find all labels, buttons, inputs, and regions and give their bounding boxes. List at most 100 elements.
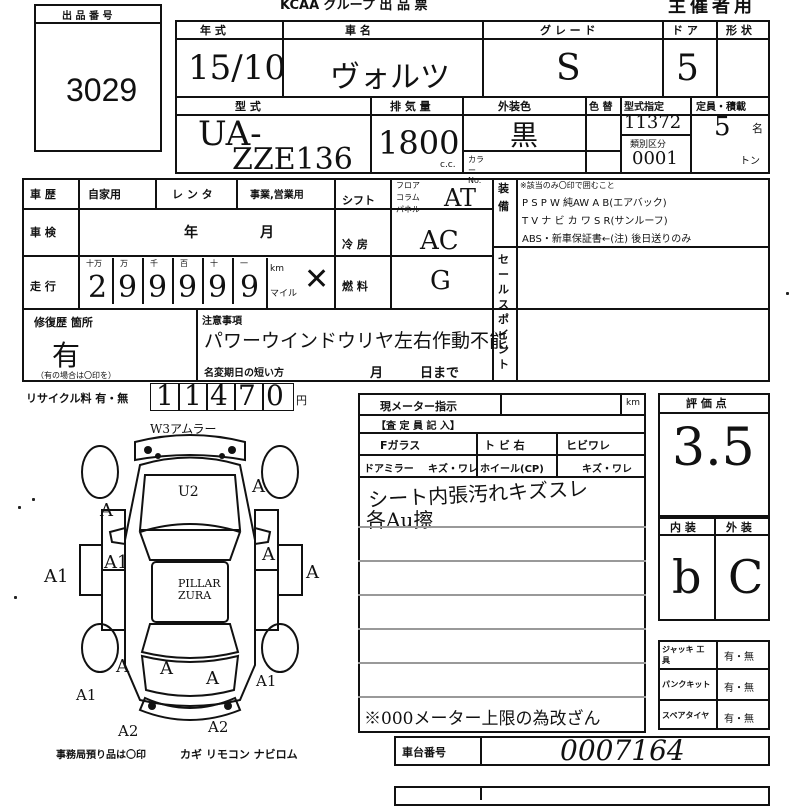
notes-label: 注意事項 <box>202 316 242 327</box>
puncture-kit-yes-no[interactable]: 有・無 <box>724 683 754 694</box>
equipment-line1[interactable]: P S P W 純AW A B(エアバック) <box>522 198 667 209</box>
equipment-line3[interactable]: ABS・新車保証書←(注) 後日送りのみ <box>522 234 692 245</box>
persons-unit: 名 <box>752 122 763 135</box>
recycle-digit: 7 <box>238 379 256 412</box>
mileage-unit-100: 百 <box>180 259 188 268</box>
model-designation-label: 型式指定 <box>624 102 664 113</box>
mirror-damage-label[interactable]: キズ・ワレ <box>428 464 478 475</box>
tools-box <box>658 640 770 730</box>
office-items-list: カギ リモコン ナビロム <box>180 748 298 761</box>
ac-value: AC <box>420 226 459 256</box>
diagram-pillar-note: PILLAR ZURA <box>178 577 221 602</box>
lot-number: 3029 <box>66 72 138 108</box>
wheel-damage-label[interactable]: キズ・ワレ <box>582 464 632 475</box>
color-no-label: 色 替 <box>589 102 613 113</box>
scan-speck <box>14 596 17 599</box>
damage-mark: A <box>262 544 275 565</box>
color-value: 黒 <box>510 119 539 152</box>
history-rental-option[interactable]: レ ン タ <box>172 188 213 201</box>
capacity-label: 定員・積載 <box>696 102 746 113</box>
damage-mark: A <box>160 658 173 679</box>
mileage-unit-10: 十 <box>210 259 218 268</box>
mileage-label: 走 行 <box>30 280 56 293</box>
spare-tire-yes-no[interactable]: 有・無 <box>724 714 754 725</box>
score-box <box>658 393 770 517</box>
mile-unit: マイル <box>270 289 298 299</box>
recycle-digit: 0 <box>266 379 284 412</box>
door-mirror-label: ドアミラー <box>364 464 414 475</box>
jack-yes-no[interactable]: 有・無 <box>724 652 754 663</box>
chassis-number-box <box>394 736 770 766</box>
hibi-ware-label[interactable]: ヒビワレ <box>566 439 610 452</box>
class-code-label: 類別区分 <box>630 140 667 150</box>
damage-mark: A1 <box>104 552 129 573</box>
registration-expiry-label: 名変期日の短い方 <box>204 368 284 379</box>
shift-value: AT <box>444 184 477 212</box>
inspection-label: 車 検 <box>30 226 56 239</box>
interior-label: 内 装 <box>670 521 696 534</box>
chassis-number-label: 車台番号 <box>402 746 446 759</box>
puncture-kit-label: パンクキット <box>662 680 711 689</box>
mileage-digit: 9 <box>117 270 138 305</box>
car-name-value: ヴォルツ <box>330 60 450 95</box>
history-table <box>22 178 770 382</box>
damage-mark: A2 <box>118 722 139 740</box>
sell-point-label: セールスポイント <box>498 253 509 371</box>
ac-label: 冷 房 <box>342 238 368 251</box>
class-code-value: 0001 <box>632 148 678 169</box>
mileage-unit-100k: 十万 <box>86 259 102 268</box>
year-label: 年 式 <box>200 24 226 37</box>
car-name-label: 車 名 <box>345 24 371 37</box>
wheel-label: ホイール(CP) <box>480 464 544 475</box>
registration-month-label: 月 <box>370 366 384 381</box>
model-code-value: ZZE136 <box>232 142 353 177</box>
mileage-unit-10k: 万 <box>120 259 128 268</box>
registration-day-label: 日まで <box>420 366 460 381</box>
displacement-label: 排 気 量 <box>390 100 431 113</box>
km-unit: km <box>270 264 284 274</box>
year-value: 15/10 <box>188 48 286 88</box>
damage-mark: A <box>252 476 265 497</box>
damage-mark: A2 <box>208 718 229 736</box>
recycle-label: リサイクル料 有・無 <box>26 392 129 405</box>
inspection-month-label: 月 <box>260 225 274 241</box>
current-meter-label: 現メーター指示 <box>380 400 457 413</box>
recycle-digit: 1 <box>184 379 202 412</box>
equipment-line2[interactable]: T V ナ ビ カ ワ S R(サンルーフ) <box>522 216 668 227</box>
door-label: ド ア <box>672 24 698 37</box>
car-damage-diagram <box>79 434 303 721</box>
model-designation-value: 11372 <box>624 112 682 133</box>
equipment-label: 装 備 <box>498 182 509 213</box>
score-value: 3.5 <box>672 418 755 478</box>
scan-speck <box>18 506 21 509</box>
fuel-label: 燃 料 <box>342 280 368 293</box>
shift-paddle: パネル <box>396 205 420 214</box>
damage-mark: A <box>100 500 113 521</box>
scan-speck <box>786 292 789 295</box>
capacity-value: 5 <box>714 112 731 142</box>
body-type-label: 形 状 <box>726 24 752 37</box>
exterior-label: 外 装 <box>726 521 752 534</box>
history-own-option[interactable]: 自家用 <box>88 188 121 201</box>
diagram-top-note: W3アムラー <box>150 422 217 436</box>
current-meter-km: km <box>626 398 640 408</box>
shift-label: シフト <box>342 194 375 207</box>
mileage-digit: 2 <box>87 270 108 305</box>
mileage-digit: 9 <box>177 270 198 305</box>
score-label: 評 価 点 <box>686 397 727 410</box>
damage-mark: A <box>306 562 319 583</box>
model-prefix-value: UA- <box>198 114 262 154</box>
shift-column: コラム <box>396 193 420 202</box>
exterior-value: C <box>728 550 764 604</box>
meter-note: ※000メーター上限の為改ざん <box>364 709 601 729</box>
recycle-unit: 円 <box>296 394 307 407</box>
diagram-u2-note: U2 <box>178 484 199 500</box>
owner-copy-label: 主催者用 <box>668 0 756 17</box>
jack-label: ジャッキ 工 具 <box>662 645 705 665</box>
tobi-migi-label[interactable]: ト ビ 右 <box>484 439 525 452</box>
grade-label: グ レ ー ド <box>540 24 596 37</box>
scan-speck <box>32 498 35 501</box>
notes-value: パワーウインドウリヤ左右作動不能 <box>204 330 509 352</box>
history-business-option[interactable]: 事業,営業用 <box>250 190 304 201</box>
bottom-extra-box <box>394 786 770 806</box>
